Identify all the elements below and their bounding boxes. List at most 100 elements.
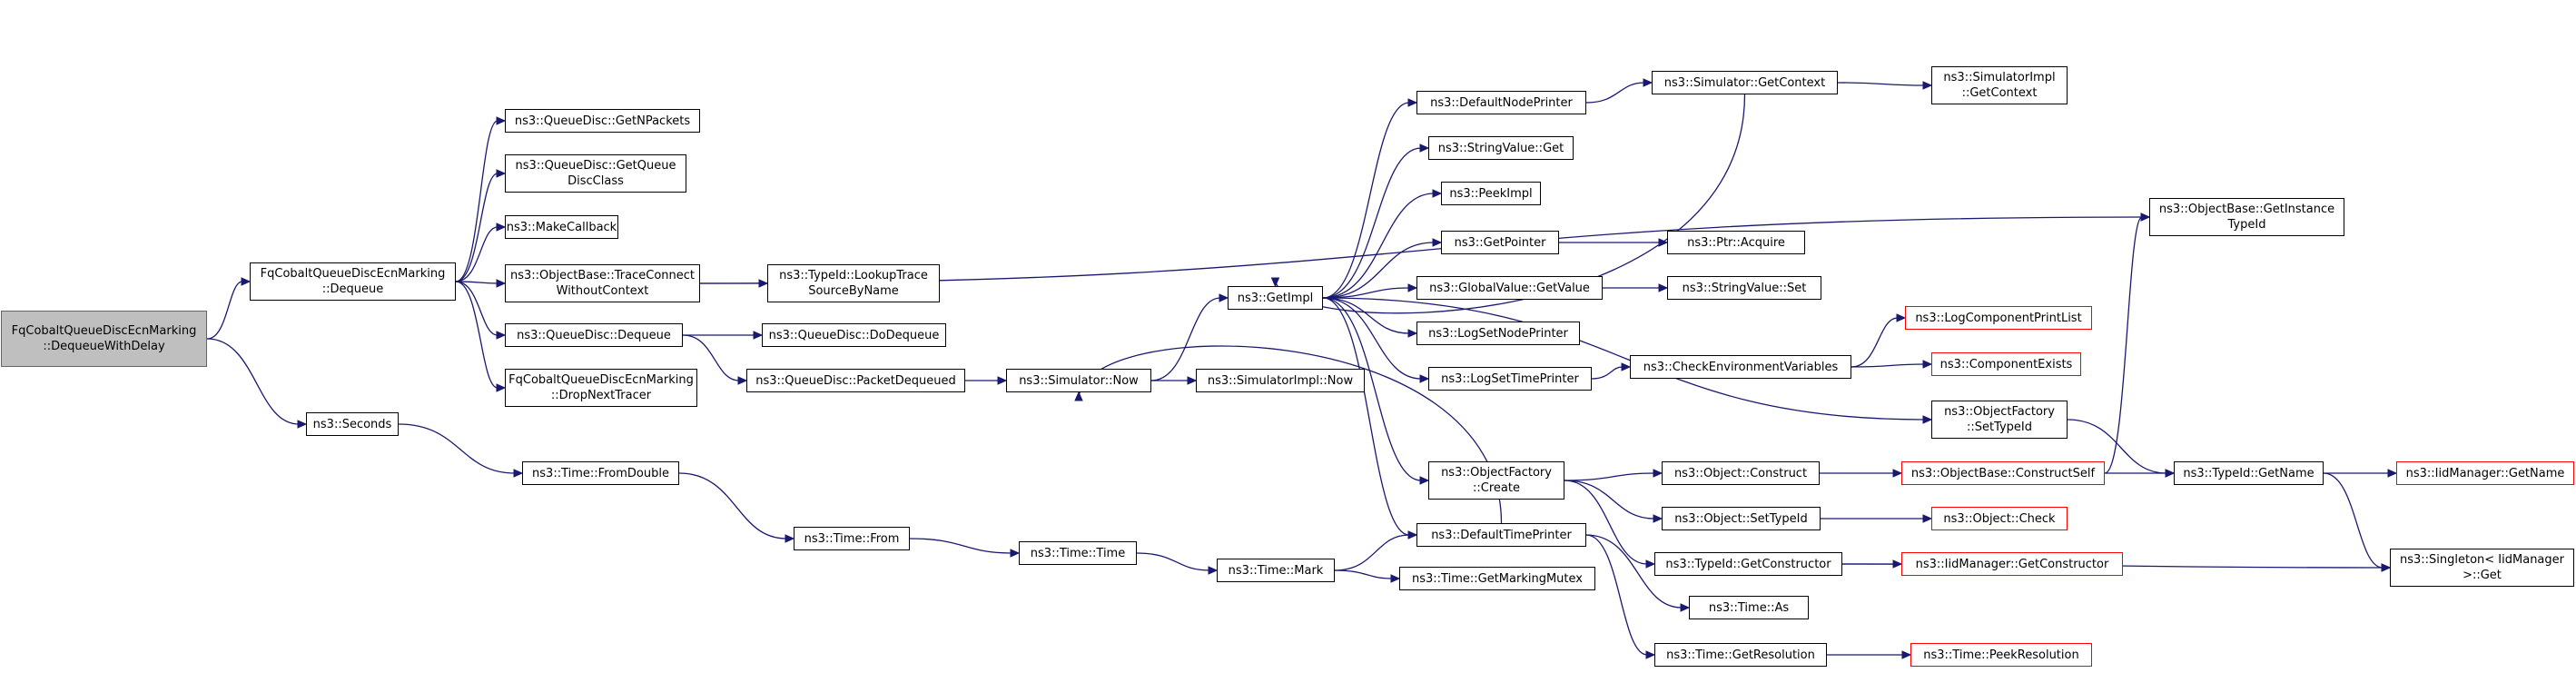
node-get-instance-type-id[interactable]: ns3::ObjectBase::GetInstance TypeId <box>2149 198 2344 236</box>
edge-checkEnvVars-to-componentExists <box>1851 363 1925 368</box>
node-do-dequeue[interactable]: ns3::QueueDisc::DoDequeue <box>762 323 946 347</box>
arrowhead-timeGetResolution-to-peekResolution <box>1901 650 1912 659</box>
node-component-exists[interactable]: ns3::ComponentExists <box>1931 352 2081 376</box>
node-trace-connect[interactable]: ns3::ObjectBase::TraceConnect WithoutCon… <box>505 264 700 302</box>
node-object-factory-create[interactable]: ns3::ObjectFactory ::Create <box>1428 461 1564 500</box>
node-time-time[interactable]: ns3::Time::Time <box>1019 541 1137 565</box>
arrowhead-getImpl-to-stringValueGet <box>1419 144 1430 153</box>
node-construct-self[interactable]: ns3::ObjectBase::ConstructSelf <box>1901 461 2105 485</box>
node-peek-impl[interactable]: ns3::PeekImpl <box>1441 182 1541 205</box>
edge-defaultTimePrinter-to-timeGetResolution <box>1585 534 1648 656</box>
arrowhead-qdDequeue-to-packetDequeued <box>737 376 748 385</box>
arrowhead-constructSelf-to-typeIdGetName <box>2165 469 2176 478</box>
node-get-pointer[interactable]: ns3::GetPointer <box>1441 231 1559 254</box>
node-sim-now[interactable]: ns3::Simulator::Now <box>1006 369 1151 392</box>
node-iid-get-constructor[interactable]: ns3::IidManager::GetConstructor <box>1901 552 2123 576</box>
node-get-impl[interactable]: ns3::GetImpl <box>1228 286 1323 310</box>
arrowhead-qdDequeue-to-doDequeue <box>753 331 764 340</box>
node-time-as[interactable]: ns3::Time::As <box>1689 596 1809 619</box>
arrowhead-getImpl-to-logSetTimePrinter <box>1419 374 1430 383</box>
edge-simNow-to-getImpl <box>1150 297 1221 381</box>
edge-defaultNodePrinter-to-simGetContext <box>1585 82 1645 104</box>
arrowhead-simNow-to-getImpl <box>1219 293 1229 302</box>
edge-qdDequeue-to-packetDequeued <box>682 334 740 381</box>
node-drop-next-tracer[interactable]: FqCobaltQueueDiscEcnMarking ::DropNextTr… <box>505 369 697 407</box>
node-qd-dequeue[interactable]: ns3::QueueDisc::Dequeue <box>505 323 683 347</box>
arrowhead-fqDequeue-to-traceConnect <box>496 279 507 288</box>
node-default-node-printer[interactable]: ns3::DefaultNodePrinter <box>1416 91 1586 114</box>
node-global-value-get-value[interactable]: ns3::GlobalValue::GetValue <box>1416 276 1603 300</box>
node-packet-dequeued[interactable]: ns3::QueueDisc::PacketDequeued <box>746 369 965 392</box>
node-object-set-type-id[interactable]: ns3::Object::SetTypeId <box>1662 507 1821 530</box>
arrowhead-objectSetTypeId-to-objectCheck <box>1922 514 1933 523</box>
node-time-from-double[interactable]: ns3::Time::FromDouble <box>522 461 679 485</box>
arrowhead-objectConstruct-to-constructSelf <box>1892 469 1903 478</box>
edge-root-to-fqDequeue <box>206 281 243 340</box>
edge-logSetTimePrinter-to-checkEnvVars <box>1591 366 1624 380</box>
node-time-from[interactable]: ns3::Time::From <box>794 527 910 550</box>
node-get-marking-mutex[interactable]: ns3::Time::GetMarkingMutex <box>1399 567 1595 590</box>
node-type-id-get-constructor[interactable]: ns3::TypeId::GetConstructor <box>1654 552 1842 576</box>
edge-typeIdGetName-to-singletonGet <box>2323 472 2384 569</box>
node-object-factory-set-type-id[interactable]: ns3::ObjectFactory ::SetTypeId <box>1931 401 2068 439</box>
node-log-set-node-printer[interactable]: ns3::LogSetNodePrinter <box>1416 322 1580 345</box>
arrowhead-getImpl-to-objectFactorySetTypeId <box>1922 415 1933 424</box>
node-sim-get-context[interactable]: ns3::Simulator::GetContext <box>1652 71 1838 94</box>
arrowhead-simGetContext-to-getImpl <box>1270 277 1280 288</box>
node-type-id-get-name[interactable]: ns3::TypeId::GetName <box>2174 461 2324 485</box>
arrowhead-globalValueGetValue-to-stringValueSet <box>1658 283 1669 292</box>
node-log-set-time-printer[interactable]: ns3::LogSetTimePrinter <box>1428 367 1592 391</box>
edge-timeMark-to-getMarkingMutex <box>1334 569 1393 579</box>
edge-getImpl-to-objectFactoryCreate <box>1322 297 1422 481</box>
node-get-n-packets[interactable]: ns3::QueueDisc::GetNPackets <box>505 109 700 133</box>
edge-timeMark-to-defaultTimePrinter <box>1334 534 1410 571</box>
edge-defaultTimePrinter-to-simNow <box>1078 345 1503 524</box>
arrowhead-getPointer-to-ptrAcquire <box>1658 238 1669 247</box>
arrowhead-defaultTimePrinter-to-timeAs <box>1680 603 1691 612</box>
node-fq-dequeue[interactable]: FqCobaltQueueDiscEcnMarking ::Dequeue <box>250 262 456 301</box>
node-string-value-get[interactable]: ns3::StringValue::Get <box>1428 136 1574 160</box>
node-seconds[interactable]: ns3::Seconds <box>306 412 399 436</box>
node-root[interactable]: FqCobaltQueueDiscEcnMarking ::DequeueWit… <box>1 311 207 367</box>
arrowhead-typeIdGetName-to-iidGetName <box>2387 469 2398 478</box>
edge-constructSelf-to-getInstanceTypeId <box>2104 216 2143 474</box>
node-peek-resolution[interactable]: ns3::Time::PeekResolution <box>1910 643 2092 667</box>
node-object-construct[interactable]: ns3::Object::Construct <box>1662 461 1820 485</box>
node-time-get-resolution[interactable]: ns3::Time::GetResolution <box>1654 643 1827 667</box>
edge-getImpl-to-stringValueGet <box>1322 147 1422 299</box>
arrowhead-root-to-seconds <box>297 420 308 429</box>
node-time-mark[interactable]: ns3::Time::Mark <box>1217 559 1335 582</box>
node-make-callback[interactable]: ns3::MakeCallback <box>505 215 618 239</box>
arrowhead-getImpl-to-globalValueGetValue <box>1407 283 1418 292</box>
edge-objectFactoryCreate-to-objectConstruct <box>1564 472 1655 481</box>
node-log-component-print-list[interactable]: ns3::LogComponentPrintList <box>1905 306 2092 330</box>
edge-getImpl-to-defaultTimePrinter <box>1322 297 1410 536</box>
arrowhead-defaultNodePrinter-to-simGetContext <box>1643 78 1653 87</box>
node-object-check[interactable]: ns3::Object::Check <box>1931 507 2068 530</box>
edge-checkEnvVars-to-logComponentPrintList <box>1851 317 1899 368</box>
edge-fqDequeue-to-traceConnect <box>455 281 498 284</box>
node-singleton-get[interactable]: ns3::Singleton< IidManager >::Get <box>2390 549 2574 587</box>
node-get-queue-disc-class[interactable]: ns3::QueueDisc::GetQueue DiscClass <box>505 154 686 193</box>
node-string-value-set[interactable]: ns3::StringValue::Set <box>1667 276 1821 300</box>
arrowhead-root-to-fqDequeue <box>241 277 252 286</box>
node-check-env-vars[interactable]: ns3::CheckEnvironmentVariables <box>1630 355 1851 379</box>
arrowhead-checkEnvVars-to-logComponentPrintList <box>1896 313 1907 322</box>
edge-getImpl-to-getPointer <box>1322 242 1435 299</box>
node-ptr-acquire[interactable]: ns3::Ptr::Acquire <box>1667 231 1805 254</box>
node-sim-impl-get-context[interactable]: ns3::SimulatorImpl ::GetContext <box>1931 66 2068 104</box>
edge-fqDequeue-to-qdDequeue <box>455 281 498 336</box>
node-default-time-printer[interactable]: ns3::DefaultTimePrinter <box>1416 523 1586 547</box>
edge-seconds-to-timeFromDouble <box>398 423 516 474</box>
node-lookup-trace[interactable]: ns3::TypeId::LookupTrace SourceByName <box>767 264 940 302</box>
node-sim-impl-now[interactable]: ns3::SimulatorImpl::Now <box>1196 369 1365 392</box>
edge-defaultTimePrinter-to-timeAs <box>1585 534 1683 609</box>
arrowhead-getImpl-to-defaultTimePrinter <box>1407 530 1418 539</box>
arrowhead-packetDequeued-to-simNow <box>997 376 1008 385</box>
arrowhead-fqDequeue-to-getQueueDiscClass <box>496 169 507 178</box>
arrowhead-fqDequeue-to-dropNextTracer <box>496 383 507 392</box>
edge-fqDequeue-to-dropNextTracer <box>455 281 498 389</box>
arrowhead-objectFactoryCreate-to-objectSetTypeId <box>1653 514 1663 523</box>
edge-getImpl-to-peekImpl <box>1322 193 1435 299</box>
node-iid-get-name[interactable]: ns3::IidManager::GetName <box>2396 461 2574 485</box>
